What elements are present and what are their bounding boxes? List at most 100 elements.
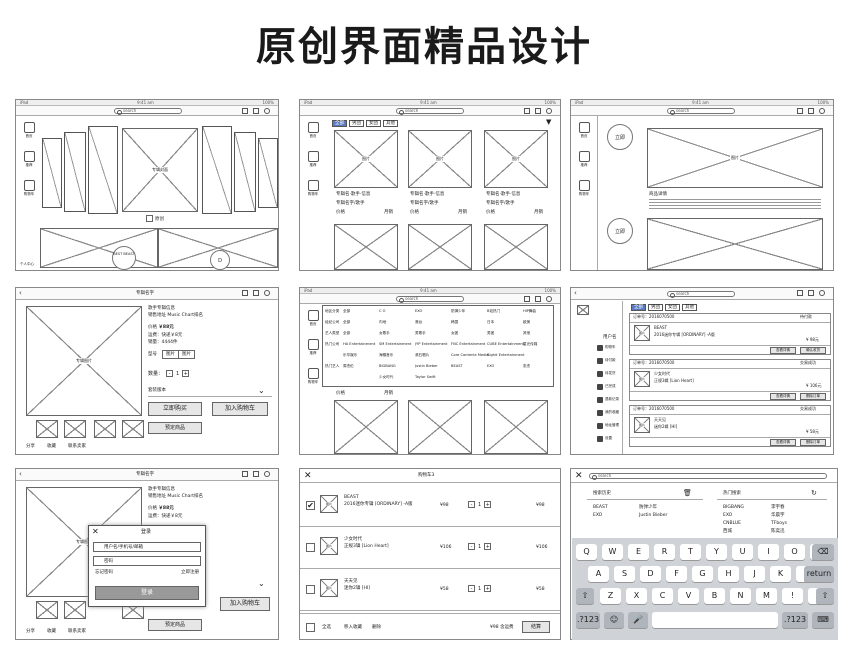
menu-option[interactable]: C O (379, 309, 386, 313)
menu-option[interactable]: SM Entertainment (379, 342, 412, 346)
mail-icon[interactable] (808, 290, 814, 296)
menu-option[interactable]: CUBE Entertainment (487, 342, 524, 346)
key[interactable]: K (770, 566, 791, 582)
sidebar-icon[interactable] (597, 384, 603, 390)
sidebar-item[interactable]: 退款记录 (605, 397, 619, 401)
profile-icon[interactable] (264, 471, 270, 477)
menu-option[interactable]: EXO (415, 309, 423, 313)
key[interactable]: .?123 (782, 612, 808, 628)
album-disc[interactable]: D (210, 250, 230, 270)
key[interactable]: F (666, 566, 687, 582)
cover-right[interactable] (258, 138, 278, 208)
menu-option[interactable]: 女团 (451, 331, 459, 335)
key[interactable]: 🎤 (628, 612, 648, 628)
key[interactable]: M (756, 588, 777, 604)
menu-option[interactable]: BIGBANG (379, 364, 396, 368)
cover-left[interactable] (42, 138, 62, 208)
cart-icon[interactable] (524, 108, 530, 114)
wishlist-button[interactable]: 预定商品 (148, 422, 202, 434)
key[interactable]: X (626, 588, 647, 604)
album-cover[interactable]: 专辑封面 (122, 128, 198, 212)
checkout-button[interactable]: 结算 (522, 621, 550, 633)
close-icon[interactable]: ✕ (304, 471, 312, 481)
order-detail-button[interactable]: 查看详情 (770, 347, 796, 354)
key[interactable]: ☺ (604, 612, 624, 628)
refresh-icon[interactable]: ↻ (811, 489, 817, 497)
menu-option[interactable]: Taylor Swift (415, 375, 436, 379)
menu-option[interactable]: 女歌手 (379, 331, 390, 335)
menu-option[interactable]: FNC Entertainment (451, 342, 486, 346)
menu-option[interactable]: 男团 (487, 331, 495, 335)
username-field[interactable]: 用户名/手机号/邮箱 (93, 542, 201, 552)
menu-option[interactable]: Justin Bieber (415, 364, 438, 368)
wishlist-button[interactable]: 预定商品 (148, 619, 202, 631)
select-all-checkbox[interactable] (306, 623, 315, 632)
tab-all[interactable]: 全部 (332, 120, 347, 128)
menu-option[interactable]: 男歌手 (415, 331, 426, 335)
home-icon[interactable] (23, 122, 35, 133)
login-button[interactable]: 登录 (95, 586, 199, 600)
menu-option[interactable]: 欧美 (523, 320, 531, 324)
key[interactable]: S (614, 566, 635, 582)
key[interactable]: U (732, 544, 753, 560)
item-checkbox[interactable] (306, 543, 315, 552)
quantity-stepper[interactable]: -1+ (468, 585, 492, 592)
sidebar-icon[interactable] (597, 358, 603, 364)
key[interactable]: ! (782, 588, 803, 604)
quantity-stepper[interactable]: -1+ (468, 543, 492, 550)
key[interactable]: O (784, 544, 805, 560)
cart-icon[interactable] (797, 108, 803, 114)
menu-option[interactable]: JYP Entertainment (415, 342, 448, 346)
menu-option[interactable]: 周杰伦 (343, 364, 354, 368)
order-detail-button[interactable]: 查看详情 (770, 439, 796, 446)
key[interactable]: T (680, 544, 701, 560)
back-icon[interactable]: ‹ (19, 470, 22, 478)
key[interactable]: W (602, 544, 623, 560)
order-action-button[interactable]: 删除订单 (800, 393, 826, 400)
password-field[interactable]: 密码 (93, 556, 201, 566)
menu-option[interactable]: HIP舞曲 (523, 309, 537, 313)
menu-option[interactable]: 全部 (343, 331, 351, 335)
mail-icon[interactable] (535, 108, 541, 114)
cart-icon[interactable] (797, 290, 803, 296)
trash-icon[interactable]: 🗑 (683, 489, 692, 497)
play-button[interactable]: 立即 (607, 124, 633, 150)
key[interactable]: A (588, 566, 609, 582)
search-input[interactable]: search (667, 291, 735, 298)
sidebar-icon[interactable] (597, 410, 603, 416)
menu-option[interactable]: 全部 (343, 320, 351, 324)
key[interactable]: Q (576, 544, 597, 560)
tab-girl[interactable]: 女团 (366, 120, 381, 128)
play-button[interactable]: 立即 (607, 218, 633, 244)
add-to-cart-button[interactable]: 加入购物车 (220, 597, 270, 611)
cart-icon[interactable] (242, 290, 248, 296)
album-disc[interactable]: BEST BEAST (112, 246, 136, 270)
search-input[interactable]: search (589, 473, 827, 480)
menu-option[interactable]: 少女时代 (379, 375, 394, 379)
sidebar-icon[interactable] (597, 345, 603, 351)
buy-now-button[interactable]: 立即购买 (148, 402, 202, 416)
cart-icon[interactable] (242, 471, 248, 477)
back-icon[interactable]: ‹ (19, 289, 22, 297)
sidebar-icon[interactable] (597, 397, 603, 403)
menu-option[interactable]: 星光传媒 (523, 342, 538, 346)
cart-icon[interactable] (524, 296, 530, 302)
menu-option[interactable]: BEAST (451, 364, 463, 368)
sidebar-item[interactable]: 购物车 (605, 345, 616, 349)
menu-option[interactable]: 张杰 (523, 364, 531, 368)
menu-option[interactable]: Bighit Entertainment (487, 353, 525, 357)
menu-option[interactable]: 乐华娱乐 (343, 353, 358, 357)
key[interactable]: G (692, 566, 713, 582)
close-icon[interactable]: ✕ (92, 527, 99, 536)
key[interactable]: B (704, 588, 725, 604)
mail-icon[interactable] (253, 471, 259, 477)
profile-icon[interactable] (546, 108, 552, 114)
order-action-button[interactable]: 确认收货 (800, 347, 826, 354)
item-checkbox[interactable]: ✔ (306, 501, 315, 510)
key[interactable]: Z (600, 588, 621, 604)
sidebar-icon[interactable] (597, 423, 603, 429)
key[interactable]: ⌫ (812, 544, 834, 560)
back-icon[interactable]: ‹ (574, 289, 577, 297)
menu-option[interactable]: 日本 (487, 320, 495, 324)
